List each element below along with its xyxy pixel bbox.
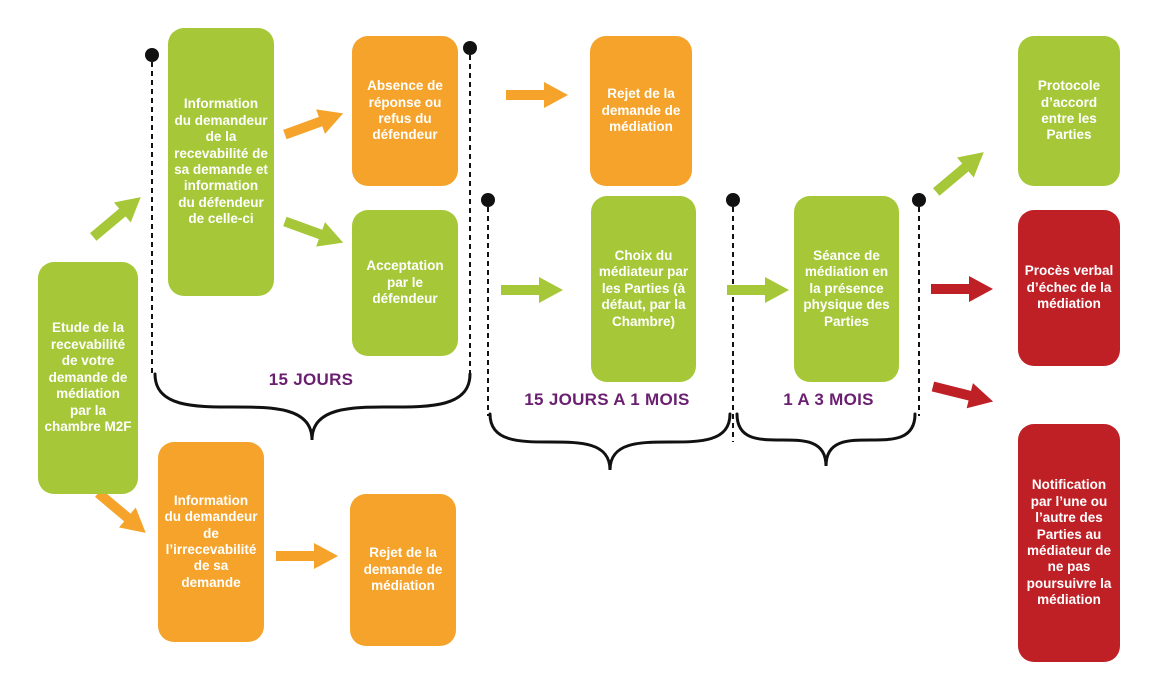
flow-node-info-recevabilite: Information du demandeur de la recevabil… xyxy=(168,28,274,296)
flow-node-notification: Notification par l’une ou l’autre des Pa… xyxy=(1018,424,1120,662)
flow-node-seance-mediation: Séance de médiation en la présence physi… xyxy=(794,196,899,382)
flow-node-protocole-accord-label: Protocole d’accord entre les Parties xyxy=(1037,78,1101,143)
arrow-etude-to-irrecevabilite xyxy=(95,489,146,533)
flow-node-choix-mediateur-label: Choix du médiateur par les Parties (à dé… xyxy=(598,247,689,329)
flow-node-info-recevabilite-label: Information du demandeur de la recevabil… xyxy=(174,96,268,227)
arrow-to-seance xyxy=(727,277,789,303)
arrow-to-protocole xyxy=(933,152,984,196)
arrow-to-proces-verbal xyxy=(931,276,993,302)
flow-node-info-irrecevabilite-label: Information du demandeur de l’irrecevabi… xyxy=(164,492,258,590)
flow-node-proces-verbal: Procès verbal d’échec de la médiation xyxy=(1018,210,1120,366)
flow-node-rejet-haut-label: Rejet de la demande de médiation xyxy=(601,86,681,135)
arrow-info-to-absence xyxy=(283,109,344,140)
flow-node-etude: Etude de la recevabilité de votre demand… xyxy=(38,262,138,494)
brace-15-jours xyxy=(153,372,472,441)
brace-15-jours-a-1-mois xyxy=(488,412,732,471)
timeline-label-15-jours-a-1-mois: 15 JOURS A 1 MOIS xyxy=(524,390,690,409)
flow-node-acceptation: Acceptation par le défendeur xyxy=(352,210,458,356)
flow-node-protocole-accord: Protocole d’accord entre les Parties xyxy=(1018,36,1120,186)
timeline-dot-5 xyxy=(912,193,926,207)
flow-node-choix-mediateur: Choix du médiateur par les Parties (à dé… xyxy=(591,196,696,382)
flow-node-seance-mediation-label: Séance de médiation en la présence physi… xyxy=(803,247,890,329)
timeline-dot-1 xyxy=(145,48,159,62)
flow-node-absence-reponse-label: Absence de réponse ou refus du défendeur xyxy=(367,78,443,143)
timeline-label-15-jours: 15 JOURS xyxy=(268,370,354,389)
flow-node-rejet-haut: Rejet de la demande de médiation xyxy=(590,36,692,186)
arrow-info-to-acceptation xyxy=(283,216,344,247)
timeline-dot-3 xyxy=(481,193,495,207)
timeline-label-1-a-3-mois: 1 A 3 MOIS xyxy=(783,390,874,409)
arrow-to-choix-mediateur xyxy=(501,277,563,303)
brace-1-a-3-mois xyxy=(735,412,917,467)
arrow-irrecevabilite-to-rejet xyxy=(276,543,338,569)
flow-node-rejet-bas-label: Rejet de la demande de médiation xyxy=(363,545,443,594)
flow-node-rejet-bas: Rejet de la demande de médiation xyxy=(350,494,456,646)
flow-node-acceptation-label: Acceptation par le défendeur xyxy=(366,258,444,307)
timeline-dot-2 xyxy=(463,41,477,55)
flow-node-notification-label: Notification par l’une ou l’autre des Pa… xyxy=(1026,477,1112,608)
flow-node-proces-verbal-label: Procès verbal d’échec de la médiation xyxy=(1024,263,1114,312)
flow-node-etude-label: Etude de la recevabilité de votre demand… xyxy=(44,320,132,435)
flow-node-absence-reponse: Absence de réponse ou refus du défendeur xyxy=(352,36,458,186)
timeline-dot-4 xyxy=(726,193,740,207)
arrow-etude-to-recevabilite xyxy=(90,197,141,241)
arrow-to-notification xyxy=(931,381,994,409)
flow-node-info-irrecevabilite: Information du demandeur de l’irrecevabi… xyxy=(158,442,264,642)
arrow-to-rejet-haut xyxy=(506,82,568,108)
